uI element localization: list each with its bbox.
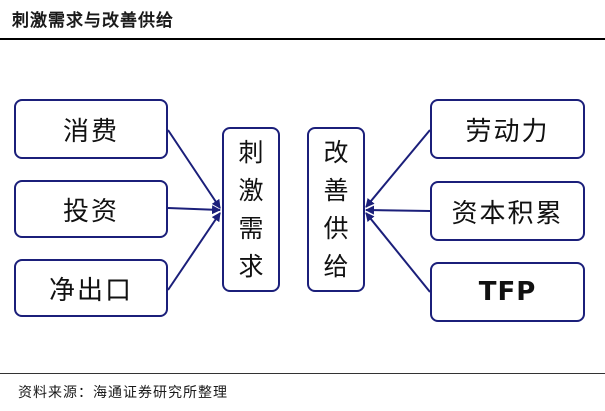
stimulate-demand-char: 刺 — [238, 137, 264, 167]
improve-supply-char: 改 — [323, 137, 349, 167]
arrow-capital-to-supply — [365, 205, 431, 215]
consumption-box: 消费 — [14, 99, 168, 159]
source-note: 资料来源：海通证券研究所整理 — [18, 385, 228, 401]
source-divider — [0, 373, 605, 374]
improve-supply-char: 善 — [323, 175, 349, 205]
improve-supply-char: 供 — [323, 213, 349, 243]
stimulate-demand-char: 需 — [238, 213, 264, 243]
improve-supply-char: 给 — [323, 251, 349, 281]
capital-accumulation-box: 资本积累 — [430, 181, 585, 241]
net-export-label: 净出口 — [48, 275, 133, 306]
arrow-investment-to-demand — [167, 205, 221, 215]
capital-accumulation-label: 资本积累 — [451, 198, 564, 229]
stimulate-demand-char: 激 — [238, 175, 264, 205]
investment-box: 投资 — [14, 180, 168, 238]
arrow-tfp-to-supply — [365, 212, 431, 293]
improve-supply-box: 改 善 供 给 — [307, 127, 365, 292]
stimulate-demand-box: 刺 激 需 求 — [222, 127, 280, 292]
labor-box: 劳动力 — [430, 99, 585, 159]
arrow-consumption-to-demand — [167, 129, 221, 209]
consumption-label: 消费 — [62, 116, 119, 147]
title-divider — [0, 38, 605, 40]
investment-label: 投资 — [62, 196, 119, 227]
tfp-label: TFP — [478, 277, 537, 307]
arrow-netexport-to-demand — [167, 212, 221, 291]
tfp-box: TFP — [430, 262, 585, 322]
labor-label: 劳动力 — [465, 116, 550, 147]
net-export-box: 净出口 — [14, 259, 168, 317]
page-title: 刺激需求与改善供给 — [12, 11, 174, 31]
arrow-labor-to-supply — [365, 129, 431, 208]
stimulate-demand-char: 求 — [238, 251, 264, 281]
